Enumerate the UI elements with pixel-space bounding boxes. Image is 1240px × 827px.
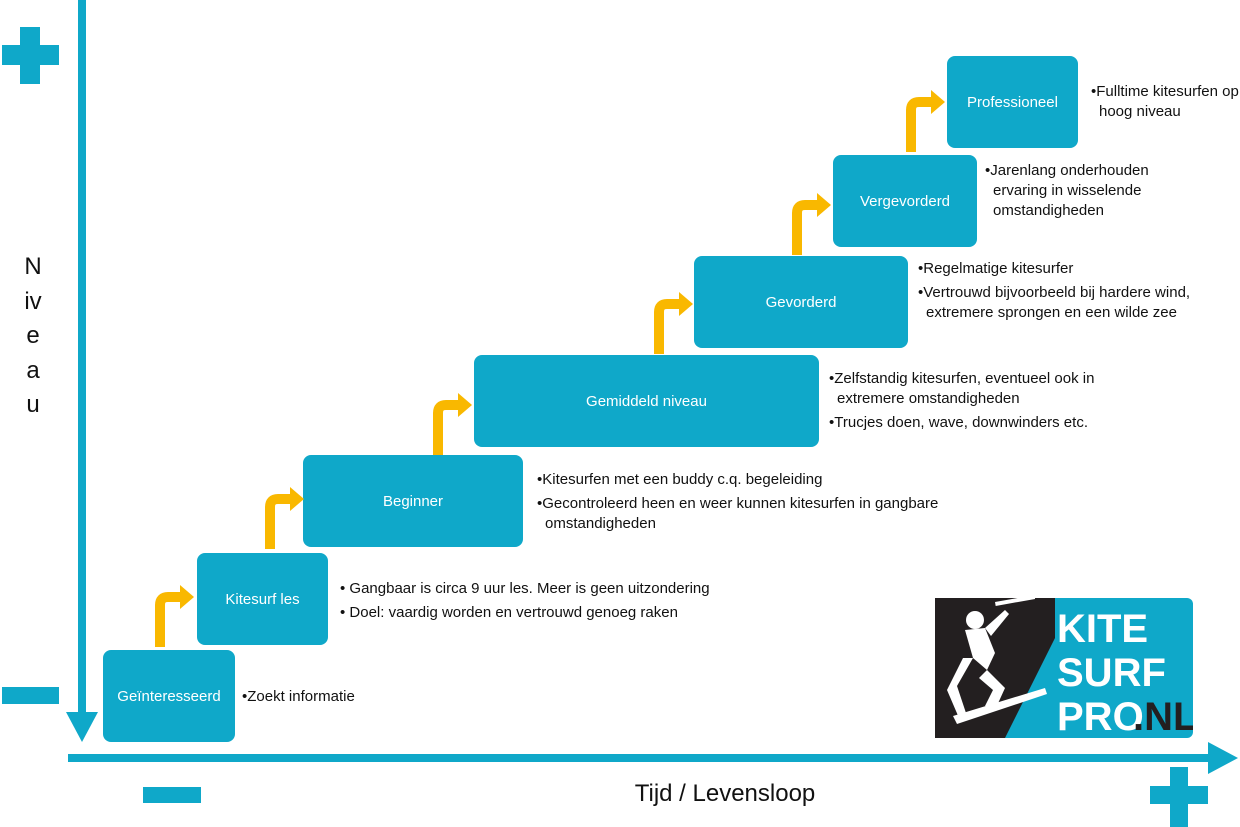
bullet: •Trucjes doen, wave, downwinders etc. bbox=[829, 414, 1088, 431]
bullet: • Doel: vaardig worden en vertrouwd geno… bbox=[340, 604, 678, 621]
step-arrow-icon-3 bbox=[433, 393, 472, 455]
stage-description-geinteresseerd: •Zoekt informatie bbox=[242, 687, 442, 711]
kitesurfpro-logo: KITE SURF PRO .NL bbox=[935, 598, 1193, 738]
logo-text: KITE SURF PRO .NL bbox=[1057, 607, 1193, 738]
stage-box-gevorderd: Gevorderd bbox=[694, 256, 908, 348]
bullet: •Vertrouwd bijvoorbeeld bij hardere wind… bbox=[918, 284, 1191, 321]
stage-description-beginner: •Kitesurfen met een buddy c.q. begeleidi… bbox=[537, 470, 997, 538]
step-arrow-icon-6 bbox=[906, 90, 945, 152]
step-arrow-icon-1 bbox=[155, 585, 194, 647]
step-arrow-icon-2 bbox=[265, 487, 304, 549]
logo-line-3: PRO bbox=[1057, 695, 1144, 738]
bullet: •Kitesurfen met een buddy c.q. begeleidi… bbox=[537, 471, 823, 488]
bullet: •Jarenlang onderhouden ervaring in wisse… bbox=[985, 162, 1149, 219]
bullet: •Fulltime kitesurfen op hoog niveau bbox=[1091, 83, 1239, 120]
logo-suffix: .NL bbox=[1133, 695, 1193, 738]
bullet: •Zoekt informatie bbox=[242, 688, 355, 705]
minus-icon-bottom bbox=[143, 787, 201, 803]
y-axis-line bbox=[78, 0, 86, 720]
bullet: •Gecontroleerd heen en weer kunnen kites… bbox=[537, 495, 939, 532]
x-axis-label: Tijd / Levensloop bbox=[634, 780, 816, 807]
y-axis-label: Niveau bbox=[24, 253, 42, 418]
stage-description-gemiddeld-niveau: •Zelfstandig kitesurfen, eventueel ook i… bbox=[829, 369, 1139, 437]
minus-icon-left bbox=[2, 687, 59, 704]
x-axis-line bbox=[68, 754, 1218, 762]
logo-line-2: SURF bbox=[1057, 651, 1166, 695]
x-axis-arrowhead bbox=[1208, 742, 1238, 774]
stage-description-kitesurf-les: • Gangbaar is circa 9 uur les. Meer is g… bbox=[340, 579, 760, 627]
stage-description-gevorderd: •Regelmatige kitesurfer •Vertrouwd bijvo… bbox=[918, 259, 1198, 327]
stage-description-vergevorderd: •Jarenlang onderhouden ervaring in wisse… bbox=[985, 161, 1173, 225]
bullet: • Gangbaar is circa 9 uur les. Meer is g… bbox=[340, 580, 710, 597]
step-arrow-icon-4 bbox=[654, 292, 693, 354]
stage-box-kitesurf-les: Kitesurf les bbox=[197, 553, 328, 645]
bullet: •Regelmatige kitesurfer bbox=[918, 260, 1074, 277]
bullet: •Zelfstandig kitesurfen, eventueel ook i… bbox=[829, 370, 1095, 407]
stage-box-geinteresseerd: Geïnteresseerd bbox=[103, 650, 235, 742]
stage-box-vergevorderd: Vergevorderd bbox=[833, 155, 977, 247]
stage-description-professioneel: •Fulltime kitesurfen op hoog niveau bbox=[1091, 82, 1240, 126]
step-arrow-icon-5 bbox=[792, 193, 831, 255]
y-axis-arrowhead bbox=[66, 712, 98, 742]
stage-box-beginner: Beginner bbox=[303, 455, 523, 547]
logo-line-1: KITE bbox=[1057, 607, 1148, 651]
stage-box-gemiddeld-niveau: Gemiddeld niveau bbox=[474, 355, 819, 447]
stage-box-professioneel: Professioneel bbox=[947, 56, 1078, 148]
